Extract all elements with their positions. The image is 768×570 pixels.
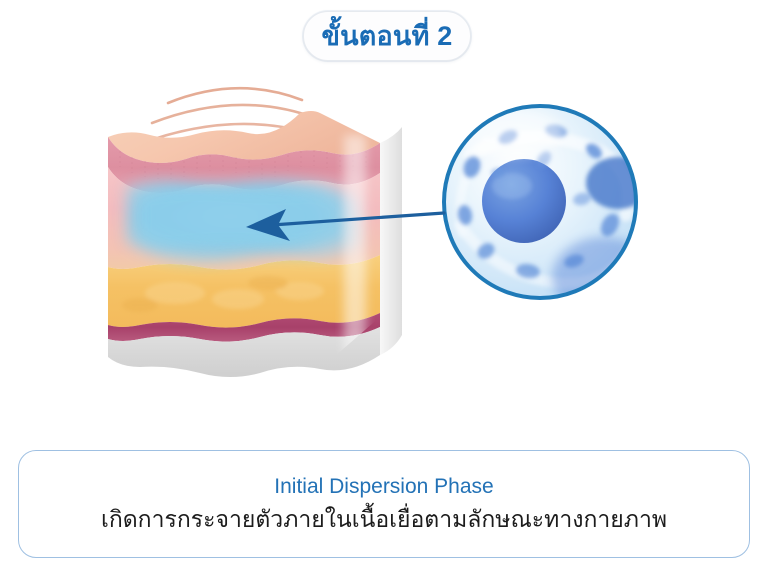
- caption-subtitle: เกิดการกระจายตัวภายในเนื้อเยื่อตามลักษณะ…: [100, 506, 668, 533]
- dispersion-zone: [126, 179, 358, 262]
- skin-epidermis-layer: [108, 137, 380, 193]
- step-badge: ขั้นตอนที่ 2: [303, 11, 471, 61]
- skin-top-surface: [108, 111, 380, 163]
- skin-fascia-layer: [108, 313, 380, 342]
- skin-muscle-layer: [108, 327, 380, 377]
- magnifier-ring: [442, 104, 638, 300]
- caption-card: Initial Dispersion Phase เกิดการกระจายตั…: [18, 450, 750, 558]
- step-badge-label: ขั้นตอนที่ 2: [321, 20, 453, 51]
- magnifier-inset: [442, 104, 638, 300]
- pointer-arrow: [246, 209, 446, 241]
- skin-block: [108, 111, 402, 377]
- secondary-particle: [586, 157, 636, 209]
- caption-title: Initial Dispersion Phase: [274, 475, 494, 499]
- skin-diagram: [0, 55, 768, 400]
- skin-right-face: [380, 127, 402, 355]
- fat-lobules: [122, 276, 324, 312]
